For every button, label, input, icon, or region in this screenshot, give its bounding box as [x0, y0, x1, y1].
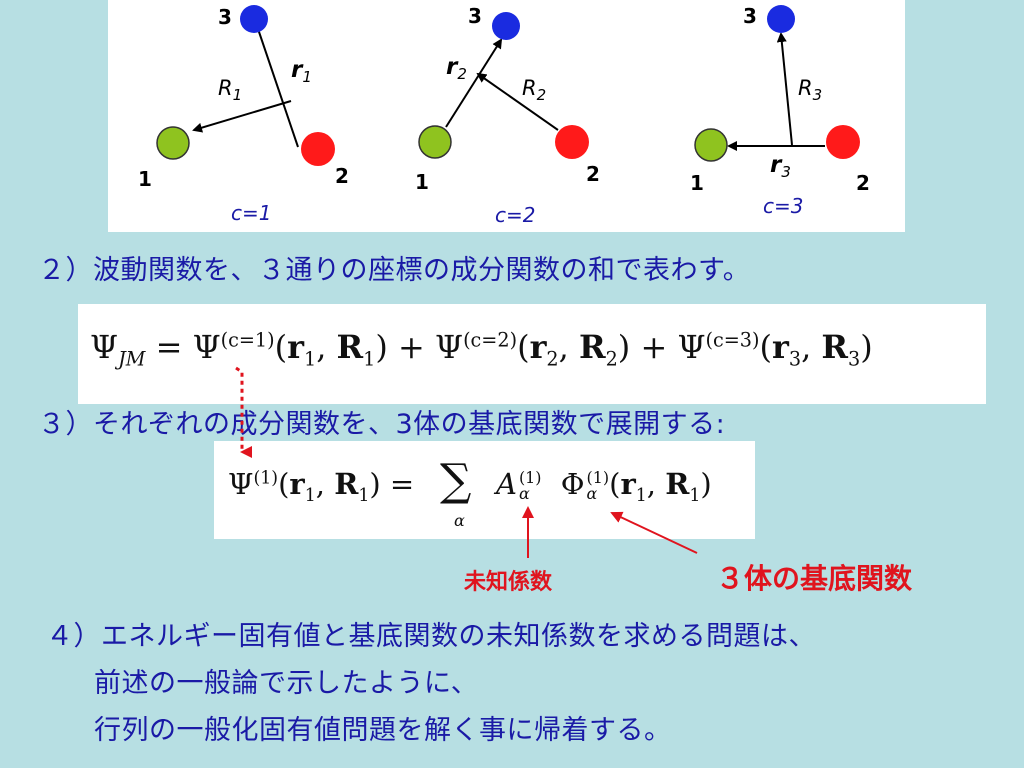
caption-c1: c=1	[231, 201, 271, 225]
particle-2	[826, 125, 860, 159]
equation-2-lhs: Ψ(1)(r1, R1) =	[228, 467, 415, 506]
particle-1-label: 1	[415, 170, 429, 194]
step2-text: ２）波動関数を、３通りの座標の成分関数の和で表わす。	[38, 255, 751, 286]
equation-1: ΨJM = Ψ(c=1)(r1, R1) + Ψ(c=2)(r2, R2) + …	[90, 328, 873, 371]
label-r2: r2	[446, 54, 467, 83]
particle-1-label: 1	[138, 167, 152, 191]
particle-1	[418, 125, 452, 159]
label-R3: R3	[798, 76, 822, 104]
vector-R3	[776, 32, 793, 146]
particle-3-label: 3	[218, 5, 232, 29]
label-R1: R1	[218, 76, 242, 104]
step4-line2: 前述の一般論で示したように、	[94, 668, 479, 699]
vector-R1	[192, 100, 292, 133]
particle-2	[301, 132, 335, 166]
particle-2-label: 2	[586, 162, 600, 186]
caption-c3: c=3	[763, 194, 803, 218]
jacobi-coordinates-diagram: 3 1 2 R1 r1 c=1 3 1 2 r2 R2 c=2	[108, 0, 905, 232]
step3-text: ３）それぞれの成分関数を、3体の基底関数で展開する:	[38, 409, 726, 440]
step4-line3: 行列の一般化固有値問題を解く事に帰着する。	[94, 715, 672, 746]
particle-2-label: 2	[856, 171, 870, 195]
particle-3	[492, 12, 520, 40]
particle-1-label: 1	[690, 171, 704, 195]
equation-2-rhs: A(1)α Φ(1)α(r1, R1)	[496, 467, 712, 506]
caption-c2: c=2	[495, 203, 535, 227]
step4-line1: ４）エネルギー固有値と基底関数の未知係数を求める問題は、	[46, 621, 816, 652]
equation-1-box: ΨJM = Ψ(c=1)(r1, R1) + Ψ(c=2)(r2, R2) + …	[78, 304, 986, 404]
particle-3-label: 3	[743, 4, 757, 28]
particle-1	[156, 126, 190, 160]
unknown-coeff-label: 未知係数	[464, 570, 553, 595]
sum-symbol: ∑	[440, 455, 472, 506]
jacobi-diagram-svg: 3 1 2 R1 r1 c=1 3 1 2 r2 R2 c=2	[138, 4, 870, 227]
label-R2: R2	[522, 76, 546, 104]
diagram-c1: 3 1 2 R1 r1 c=1	[138, 5, 349, 225]
particle-2	[555, 125, 589, 159]
diagram-c2: 3 1 2 r2 R2 c=2	[415, 4, 600, 227]
particle-3-label: 3	[468, 4, 482, 28]
vector-r1	[253, 21, 299, 148]
particle-1	[694, 128, 728, 162]
label-r3: r3	[770, 152, 791, 181]
equation-2-box: Ψ(1)(r1, R1) = ∑ α A(1)α Φ(1)α(r1, R1)	[214, 441, 755, 539]
particle-3	[240, 5, 268, 33]
basis-3body-label: ３体の基底関数	[716, 562, 913, 595]
particle-3	[767, 5, 795, 33]
label-r1: r1	[291, 57, 312, 86]
sum-index-alpha: α	[454, 511, 465, 530]
vector-r2	[445, 38, 503, 128]
vector-R2	[476, 72, 559, 131]
diagram-c3: 3 1 2 R3 r3 c=3	[690, 4, 870, 218]
particle-2-label: 2	[335, 164, 349, 188]
